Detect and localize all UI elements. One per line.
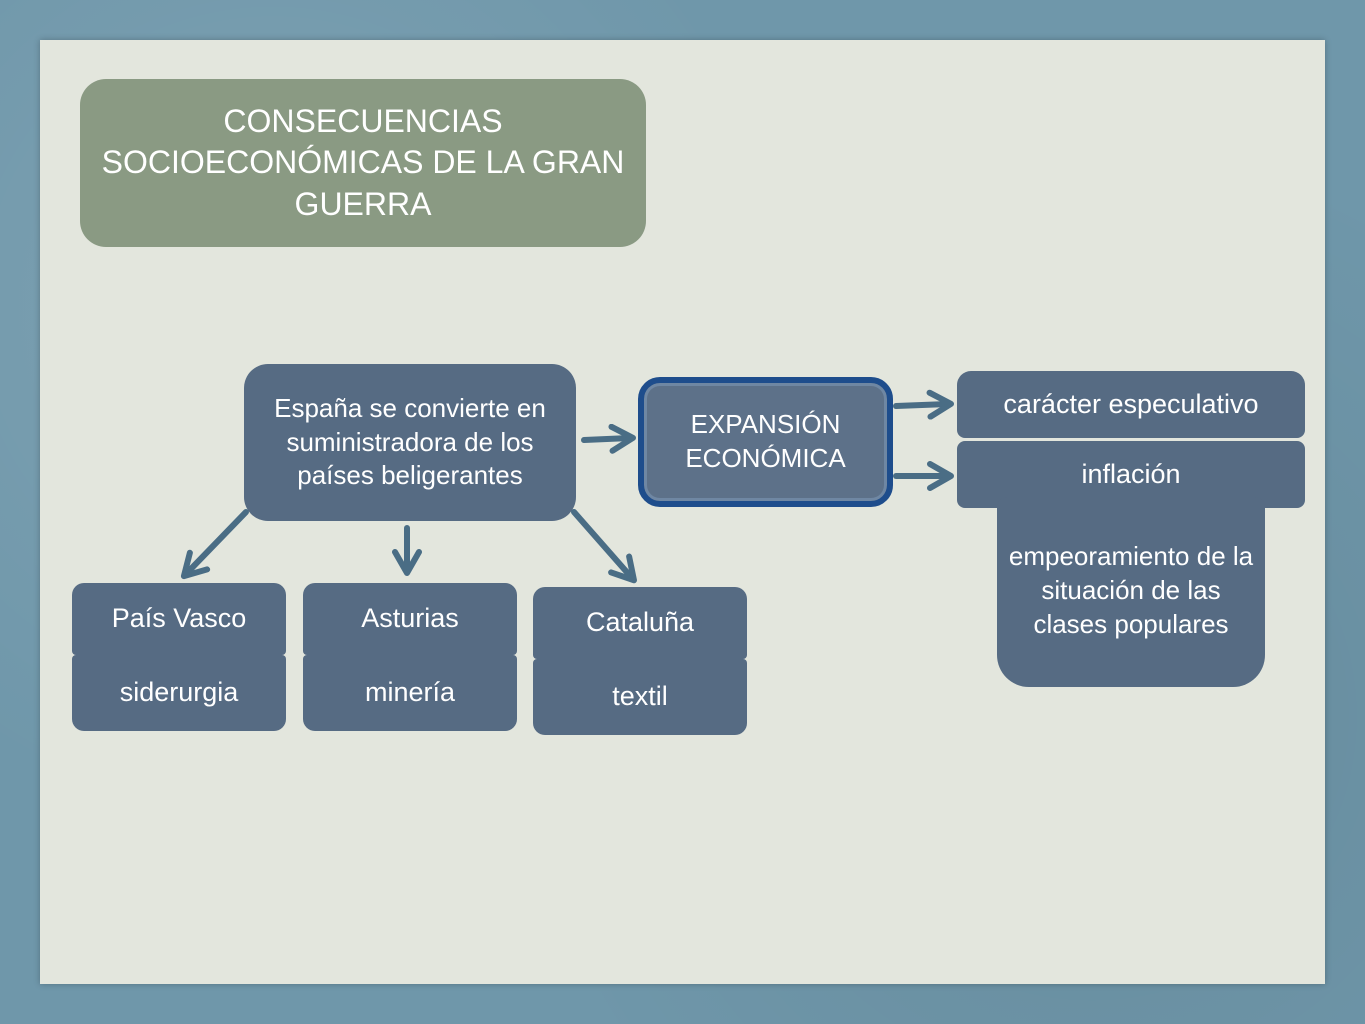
region-pais-vasco: País Vasco [72,583,286,655]
effect-worsening: empeoramiento de la situación de las cla… [997,497,1265,687]
effect-speculative: carácter especulativo [957,371,1305,438]
main-node: España se convierte en suministradora de… [244,364,576,521]
sector-mineria: minería [303,655,517,731]
effect-inflation: inflación [957,441,1305,508]
region-asturias: Asturias [303,583,517,655]
sector-siderurgia: siderurgia [72,655,286,731]
diagram-title: CONSECUENCIAS SOCIOECONÓMICAS DE LA GRAN… [80,79,646,247]
sector-textil: textil [533,659,747,735]
expansion-node: EXPANSIÓN ECONÓMICA [638,377,893,507]
region-cataluna: Cataluña [533,587,747,659]
